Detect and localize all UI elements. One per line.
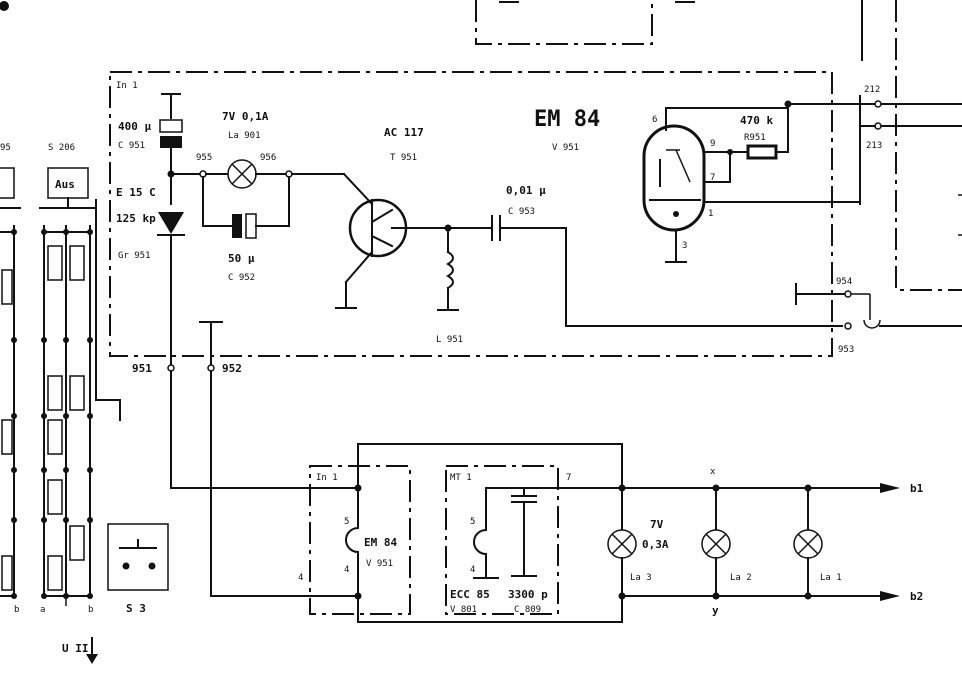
uii-label: U II [62,642,89,655]
tube-pin6: 6 [652,115,657,125]
node-y: y [712,604,719,617]
c952-ref: C 952 [228,273,255,283]
terminals-212-213 [859,100,882,130]
c951-ref: C 951 [118,141,145,151]
left-95-label: 95 [0,143,11,153]
tube-pin1: 1 [708,209,713,219]
node-953: 953 [838,345,854,355]
s3-label: S 3 [126,602,146,615]
c809-value: 3300 p [508,588,548,601]
r951-ref: R951 [744,133,766,143]
tube-em84 [642,107,861,263]
in1-top-label: In 1 [116,81,138,91]
la2-ref: La 2 [730,573,752,583]
diode-gr951 [157,170,185,379]
r951-value: 470 k [740,114,773,127]
switch-bank-s206 [0,167,121,421]
c952-value: 50 µ [228,252,255,265]
ecc85-label: ECC 85 [450,588,490,601]
s206-button-label: Aus [55,178,75,191]
node-951: 951 [132,362,152,375]
em84-small-label: EM 84 [364,536,397,549]
v801-label: V 801 [450,605,477,615]
c809-capacitor [511,487,537,577]
switch-grid [0,225,93,606]
switch-label-b-right: b [88,605,93,615]
transistor-type: AC 117 [384,126,424,139]
node-212: 212 [864,85,880,95]
out-b1: b1 [910,482,924,495]
in1-bottom-label: In 1 [316,473,338,483]
c952-capacitor [202,176,290,239]
resistor-r951 [746,100,877,160]
lamp901-value: 7V 0,1A [222,110,269,123]
tube-pin9: 9 [710,139,715,149]
c809-ref: C 809 [514,605,541,615]
node-x: x [710,467,716,477]
ecc85-heater [473,487,623,579]
transistor-ref: T 951 [390,153,417,163]
pin4b-label: 4 [298,573,303,583]
lamp901-ref: La 901 [228,131,261,141]
la3-value-1: 7V [650,518,664,531]
in1-enclosure [109,71,833,357]
switch-label-a: a [40,605,45,615]
pin4a-label: 4 [344,565,349,575]
lamp-la3 [607,487,637,597]
inductor-l951 [437,224,459,311]
c953-capacitor [447,215,843,327]
c953-value: 0,01 µ [506,184,546,197]
pin5b-label: 5 [470,517,475,527]
node-956: 956 [260,153,276,163]
right-partial-box [859,0,962,327]
c951-value: 400 µ [118,120,151,133]
l951-ref: L 951 [436,335,463,345]
lamp-la901 [170,159,345,189]
c953-ref: C 953 [508,207,535,217]
switch-label-b-left: b [14,605,19,615]
tube-pin7: 7 [710,173,715,183]
node-213: 213 [866,141,882,151]
la1-ref: La 1 [820,573,842,583]
node-952: 952 [222,362,242,375]
pin5a-label: 5 [344,517,349,527]
v951-small-label: V 951 [366,559,393,569]
s206-label: S 206 [48,143,75,153]
la3-value-2: 0,3A [642,538,669,551]
transistor-t951 [335,172,449,309]
tube-type: EM 84 [534,107,600,132]
top-partial-box [0,0,695,45]
lamp-la2 [701,487,731,597]
pin7b-label: 7 [566,473,571,483]
la3-ref: La 3 [630,573,652,583]
node-955: 955 [196,153,212,163]
em84-heater [345,443,623,623]
c951-capacitor [159,93,183,205]
diode-ref: Gr 951 [118,251,151,261]
diode-type: E 15 C [116,186,156,199]
terminals-954-953 [795,283,881,330]
tube-ref: V 951 [552,143,579,153]
in1-bottom-box [309,465,411,615]
pin4c-label: 4 [470,565,475,575]
out-b2: b2 [910,590,923,603]
switch-s3 [107,523,169,591]
mt1-label: MT 1 [450,473,472,483]
tube-pin3: 3 [682,241,687,251]
mt1-box [445,465,559,615]
lamp-la1 [793,487,823,597]
diode-rating: 125 kp [116,212,156,225]
terminals-951-952 [167,321,359,597]
bus-b1-b2 [618,483,900,623]
node-954: 954 [836,277,852,287]
uii-arrow [86,637,98,664]
